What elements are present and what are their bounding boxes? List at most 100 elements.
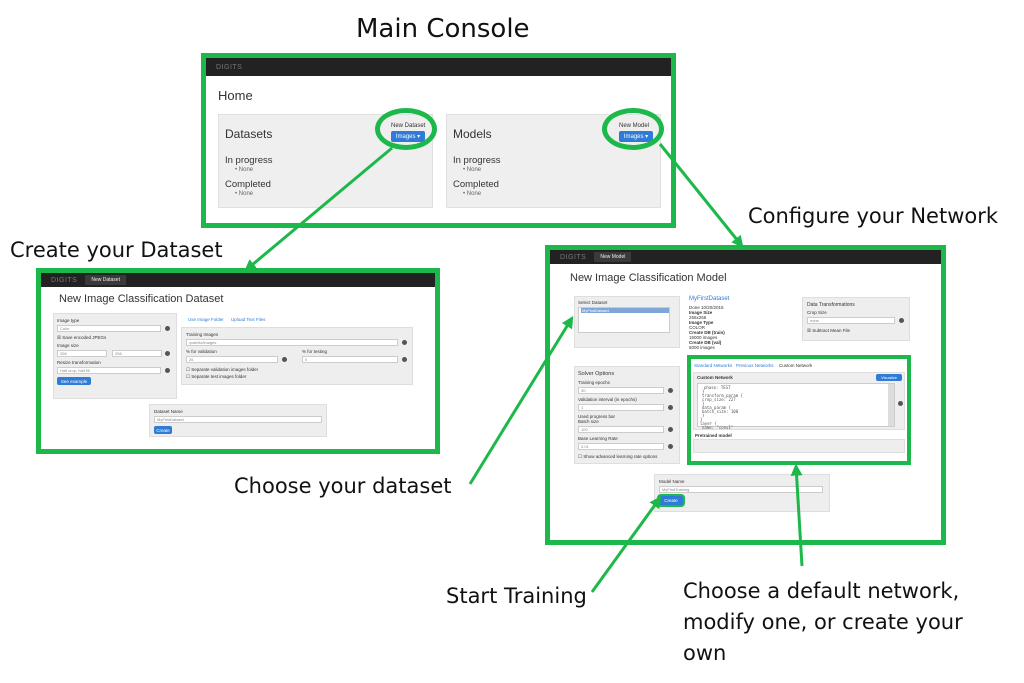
epochs-input[interactable]: 30: [578, 387, 664, 394]
datasets-in-progress: In progress: [225, 155, 273, 166]
help-icon[interactable]: [402, 357, 407, 362]
resize-select[interactable]: Half crop, half fill: [57, 367, 161, 374]
datasets-title: Datasets: [225, 127, 273, 141]
image-options-panel: Image type Color ☒ Save encoded JPEGs Im…: [53, 313, 177, 399]
custom-network-textarea[interactable]: phase: TEST } transform_param { crop_siz…: [697, 383, 895, 430]
network-selection-highlight: Standard Networks Previous Networks Cust…: [687, 355, 911, 465]
model-name-input[interactable]: MyFirstTraining: [659, 486, 823, 493]
info-line: Image Type: [689, 320, 714, 325]
navbar: DIGITS: [206, 58, 671, 76]
pretrained-model-label: Pretrained model: [695, 433, 732, 438]
datasets-completed-item: • None: [235, 191, 254, 197]
models-in-progress: In progress: [453, 155, 501, 166]
code-line: }: [702, 389, 705, 394]
models-completed-item: • None: [463, 191, 482, 197]
new-model-screenshot: DIGITS New Model New Image Classificatio…: [545, 245, 946, 545]
nav-new-dataset[interactable]: New Dataset: [85, 275, 126, 285]
separate-test-checkbox[interactable]: ☐ Separate test images folder: [186, 374, 247, 379]
solver-options-panel: Solver Options Training epochs 30 Valida…: [574, 366, 680, 464]
help-icon[interactable]: [165, 368, 170, 373]
learning-rate-input[interactable]: 0.01: [578, 443, 664, 450]
code-line: }: [702, 401, 705, 406]
tab-use-image-folder[interactable]: Use Image Folder: [188, 317, 224, 322]
code-line: layer {: [700, 421, 717, 426]
batch-size-input[interactable]: 100: [578, 426, 664, 433]
help-icon[interactable]: [668, 444, 673, 449]
caption-choose-dataset: Choose your dataset: [234, 474, 452, 498]
pct-validation-label: % for validation: [186, 349, 217, 354]
models-completed: Completed: [453, 179, 499, 190]
arrow-to-model: [658, 143, 744, 248]
code-line: transform_param {: [702, 393, 743, 398]
info-line: Done 10/20/2015: [689, 305, 724, 310]
image-width-input[interactable]: 256: [57, 350, 107, 357]
arrow-to-network-selection: [790, 463, 804, 567]
epochs-label: Training epochs: [578, 380, 610, 385]
dataset-link[interactable]: MyFirstDataset: [689, 296, 730, 302]
solver-options-title: Solver Options: [578, 371, 615, 377]
navbar: DIGITS New Model: [550, 250, 941, 264]
tab-standard-networks[interactable]: Standard Networks: [694, 363, 733, 368]
tab-upload-text-files[interactable]: Upload Text Files: [231, 317, 266, 322]
learning-rate-label: Base Learning Rate: [578, 436, 618, 441]
training-images-label: Training Images: [186, 332, 219, 337]
create-dataset-button[interactable]: Create: [154, 426, 172, 434]
caption-choose-default-network: Choose a default network, modify one, or…: [683, 579, 963, 665]
crop-size-input[interactable]: none: [807, 317, 895, 324]
help-icon[interactable]: [165, 326, 170, 331]
info-line: 256x256: [689, 315, 707, 320]
separate-validation-checkbox[interactable]: ☐ Separate validation images folder: [186, 367, 259, 372]
image-type-select[interactable]: Color: [57, 325, 161, 332]
dataset-info: Done 10/20/2015 Image Size 256x256 Image…: [689, 305, 749, 350]
info-line: 5000 images: [689, 345, 715, 350]
help-icon[interactable]: [899, 318, 904, 323]
resize-label: Resize transformation: [57, 360, 101, 365]
caption-create-dataset: Create your Dataset: [10, 238, 223, 262]
info-line: Image Size: [689, 310, 713, 315]
visualize-button[interactable]: Visualize: [876, 374, 902, 381]
data-transformations-panel: Data Transformations Crop Size none ☒ Su…: [802, 297, 910, 341]
save-encoded-checkbox[interactable]: ☒ Save encoded JPEGs: [57, 335, 107, 340]
see-example-button[interactable]: See example: [57, 377, 91, 385]
datasets-in-progress-item: • None: [235, 167, 254, 173]
code-line: name: "conv1": [702, 425, 734, 430]
help-icon[interactable]: [668, 388, 673, 393]
pct-testing-input[interactable]: 0: [302, 356, 398, 363]
training-images-input[interactable]: /path/to/images: [186, 339, 398, 346]
textarea-scrollbar[interactable]: [888, 384, 894, 426]
brand-logo[interactable]: DIGITS: [560, 253, 587, 261]
image-folder-panel: Training Images /path/to/images % for va…: [181, 327, 413, 385]
model-name-label: Model Name: [659, 479, 685, 484]
help-icon[interactable]: [898, 401, 903, 406]
caption-configure-network: Configure your Network: [748, 204, 999, 228]
brand-logo[interactable]: DIGITS: [51, 276, 78, 284]
brand-logo[interactable]: DIGITS: [216, 63, 243, 71]
page-title: Home: [218, 88, 253, 103]
progress-label: Used progress bar: [578, 414, 616, 419]
subtract-mean-checkbox[interactable]: ☒ Subtract Mean File: [807, 328, 851, 333]
dataset-name-input[interactable]: MyFirstDataset: [154, 416, 322, 423]
select-dataset-list[interactable]: MyFirstDataset: [578, 307, 670, 333]
help-icon[interactable]: [668, 405, 673, 410]
help-icon[interactable]: [282, 357, 287, 362]
dataset-option-selected[interactable]: MyFirstDataset: [581, 308, 669, 313]
models-title: Models: [453, 127, 492, 141]
image-type-label: Image type: [57, 318, 80, 323]
select-dataset-label: Select Dataset: [578, 300, 608, 305]
help-icon[interactable]: [668, 427, 673, 432]
tab-previous-networks[interactable]: Previous Networks: [736, 363, 774, 368]
info-line: COLOR: [689, 325, 706, 330]
help-icon[interactable]: [402, 340, 407, 345]
image-height-input[interactable]: 256: [112, 350, 162, 357]
caption-start-training: Start Training: [446, 584, 587, 608]
highlight-circle-new-dataset: [375, 108, 437, 150]
create-model-button[interactable]: Create: [659, 496, 683, 505]
nav-new-model[interactable]: New Model: [594, 252, 632, 262]
arrow-to-dataset: [244, 146, 393, 272]
tab-custom-network[interactable]: Custom Network: [779, 363, 813, 368]
help-icon[interactable]: [165, 351, 170, 356]
pct-validation-input[interactable]: 25: [186, 356, 278, 363]
advanced-options-checkbox[interactable]: ☐ Show advanced learning rate options: [578, 454, 658, 459]
validation-interval-input[interactable]: 1: [578, 404, 664, 411]
code-line: batch_size: 100: [702, 409, 739, 414]
